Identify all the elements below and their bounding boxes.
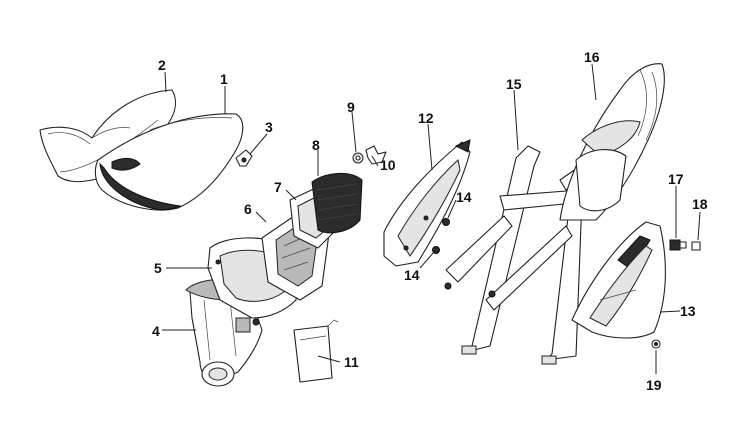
callout-19: 19 [646, 377, 662, 393]
part-3-clip [235, 149, 253, 167]
part-8-air-filter [311, 173, 363, 234]
callout-17: 17 [668, 171, 684, 187]
part-14-fastener-a [442, 218, 450, 226]
part-11-pouch [293, 319, 339, 383]
part-18-nut [691, 241, 701, 251]
callout-14-lower: 14 [404, 267, 420, 283]
callout-1: 1 [220, 71, 228, 87]
callout-5: 5 [154, 260, 162, 276]
callout-9: 9 [347, 99, 355, 115]
part-19-screw [651, 339, 661, 349]
part-13-side-panel-right [571, 221, 666, 339]
callout-6: 6 [244, 201, 252, 217]
part-14-fastener-b [432, 246, 440, 254]
callout-16: 16 [584, 49, 600, 65]
callout-11: 11 [344, 354, 359, 370]
callout-18: 18 [692, 196, 708, 212]
callout-12: 12 [418, 110, 434, 126]
leader-lines [162, 63, 701, 374]
callout-3: 3 [265, 119, 273, 135]
callout-13: 13 [680, 303, 696, 319]
callout-10: 10 [380, 157, 396, 173]
part-2-seat-cover [39, 89, 177, 183]
part-12-side-panel-left [383, 139, 471, 267]
part-16-rear-fender [559, 63, 665, 221]
part-10-wing-nut [365, 145, 387, 165]
part-17-bolt [669, 239, 687, 251]
callout-7: 7 [274, 179, 282, 195]
part-1-seat [94, 113, 244, 211]
callout-14-upper: 14 [456, 189, 472, 205]
callout-15: 15 [506, 76, 522, 92]
callout-4: 4 [152, 323, 160, 339]
callout-2: 2 [158, 57, 166, 73]
part-9-washer [352, 152, 364, 164]
callout-8: 8 [312, 137, 320, 153]
